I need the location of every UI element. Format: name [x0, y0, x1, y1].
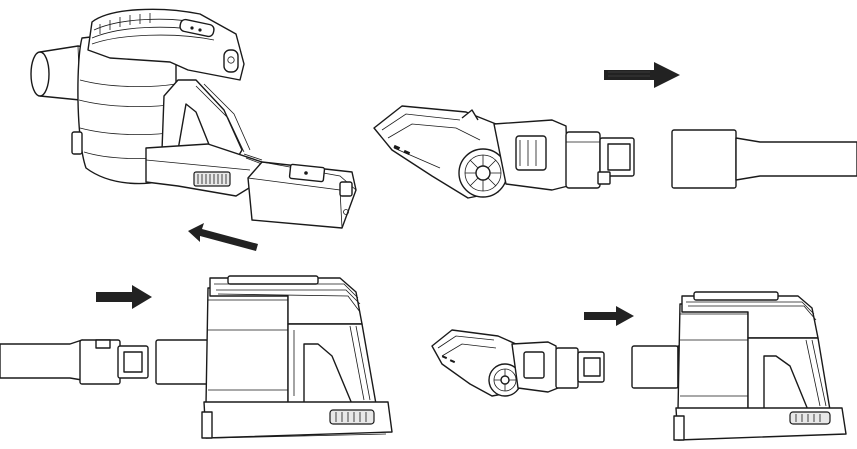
arrow-right-icon [604, 62, 680, 88]
panel-floor-head-to-tube [373, 62, 857, 199]
panel-battery-install [30, 8, 357, 251]
floor-head-wheel [458, 148, 508, 198]
arrow-right-icon [584, 306, 634, 326]
vacuum-battery-housing [145, 143, 263, 197]
handheld-vacuum-side [631, 291, 847, 441]
floor-head-wheel [488, 363, 522, 397]
panel-tube-to-handheld [0, 275, 393, 439]
floor-head-neck [493, 119, 635, 191]
battery-pack [247, 161, 357, 229]
extension-tube [0, 339, 149, 385]
handheld-vacuum-side [155, 275, 393, 439]
arrow-right-icon [96, 285, 152, 309]
extension-tube [671, 129, 857, 189]
floor-head-neck [511, 341, 605, 393]
panel-floor-head-to-handheld [431, 291, 847, 441]
arrow-left-icon [188, 223, 258, 251]
vacuum-top-cover [87, 8, 245, 81]
